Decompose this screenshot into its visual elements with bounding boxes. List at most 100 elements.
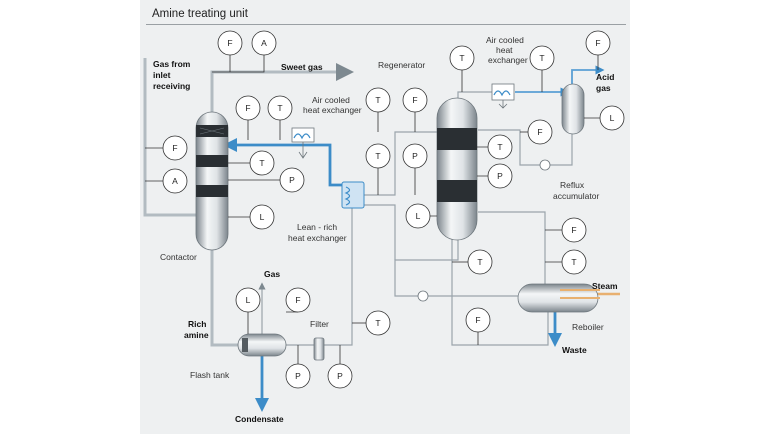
svg-text:P: P bbox=[295, 371, 301, 381]
regenerator-vessel bbox=[436, 97, 478, 241]
svg-text:A: A bbox=[172, 176, 178, 186]
label-reflux-1: Reflux bbox=[560, 180, 585, 190]
reboiler-unit bbox=[517, 283, 600, 313]
instrument-reflux-temp: T bbox=[529, 45, 555, 71]
title-divider bbox=[146, 24, 626, 25]
label-regenerator: Regenerator bbox=[378, 60, 425, 70]
diagram-labels: Gas from inlet receiving Sweet gas Acid … bbox=[153, 35, 618, 424]
svg-text:L: L bbox=[416, 211, 421, 221]
label-air-hx-right-1: Air cooled bbox=[486, 35, 524, 45]
svg-text:T: T bbox=[497, 142, 502, 152]
svg-text:F: F bbox=[295, 295, 300, 305]
svg-text:F: F bbox=[571, 225, 576, 235]
instrument-regen-pressure: P bbox=[487, 163, 513, 189]
svg-text:F: F bbox=[172, 143, 177, 153]
svg-text:T: T bbox=[539, 53, 544, 63]
label-air-hx-right-2: heat bbox=[496, 45, 513, 55]
instrument-flash-flow: F bbox=[285, 287, 311, 313]
label-acid-gas-2: gas bbox=[596, 83, 611, 93]
svg-text:F: F bbox=[412, 95, 417, 105]
instrument-reboiler-temp: T bbox=[561, 249, 587, 275]
lean-rich-heat-exchanger bbox=[341, 181, 365, 209]
label-steam: Steam bbox=[592, 281, 618, 291]
svg-text:T: T bbox=[459, 53, 464, 63]
svg-text:L: L bbox=[610, 113, 615, 123]
label-contactor: Contactor bbox=[160, 252, 197, 262]
instrument-flash-pressure-2: P bbox=[327, 363, 353, 389]
instrument-inlet-analyzer: A bbox=[162, 168, 188, 194]
instrument-regen-feed-flow: F bbox=[402, 87, 428, 113]
label-gas-from-1: Gas from bbox=[153, 59, 191, 69]
instrument-contactor-level: L bbox=[249, 204, 275, 230]
svg-text:L: L bbox=[246, 295, 251, 305]
reflux-accumulator-vessel bbox=[561, 83, 585, 135]
svg-text:T: T bbox=[477, 257, 482, 267]
instrument-regen-level: L bbox=[405, 203, 431, 229]
instrument-inlet-flow: F bbox=[162, 135, 188, 161]
label-waste: Waste bbox=[562, 345, 587, 355]
air-cooled-heat-exchanger-right bbox=[491, 83, 515, 109]
label-gas-from-2: inlet bbox=[153, 70, 171, 80]
label-reflux-2: accumulator bbox=[553, 191, 599, 201]
svg-text:T: T bbox=[277, 103, 282, 113]
instrument-contactor-top-temp: T bbox=[267, 95, 293, 121]
instrument-sweet-gas-flow: F bbox=[217, 30, 243, 56]
instrument-contactor-top-flow: F bbox=[235, 95, 261, 121]
air-cooled-heat-exchanger-left bbox=[291, 127, 315, 159]
diagram-title: Amine treating unit bbox=[152, 8, 248, 20]
svg-text:A: A bbox=[261, 38, 267, 48]
label-reboiler: Reboiler bbox=[572, 322, 604, 332]
svg-text:P: P bbox=[289, 175, 295, 185]
svg-text:F: F bbox=[245, 103, 250, 113]
instrument-lean-pump-temp: T bbox=[467, 249, 493, 275]
label-rich-amine-2: amine bbox=[184, 330, 209, 340]
instrument-filter-temp: T bbox=[365, 310, 391, 336]
label-lean-rich-1: Lean - rich bbox=[297, 222, 337, 232]
svg-text:T: T bbox=[375, 318, 380, 328]
label-gas-from-3: receiving bbox=[153, 81, 190, 91]
reflux-pump bbox=[539, 159, 551, 171]
svg-text:P: P bbox=[337, 371, 343, 381]
instrument-acid-gas-flow: F bbox=[585, 30, 611, 56]
instrument-reboiler-flow: F bbox=[561, 217, 587, 243]
label-filter: Filter bbox=[310, 319, 329, 329]
instrument-lean-temp: T bbox=[365, 143, 391, 169]
label-air-hx-left-2: heat exchanger bbox=[303, 105, 362, 115]
contactor-vessel bbox=[195, 111, 229, 251]
svg-text:T: T bbox=[259, 158, 264, 168]
label-acid-gas-1: Acid bbox=[596, 72, 614, 82]
svg-text:T: T bbox=[571, 257, 576, 267]
flash-tank-vessel bbox=[237, 333, 287, 357]
instrument-flash-level: L bbox=[235, 287, 261, 313]
instrument-contactor-pressure: P bbox=[279, 167, 305, 193]
instrument-acid-gas-temp: T bbox=[449, 45, 475, 71]
instrument-sweet-gas-analyzer: A bbox=[251, 30, 277, 56]
svg-text:T: T bbox=[375, 95, 380, 105]
label-rich-amine-1: Rich bbox=[188, 319, 206, 329]
instrument-waste-flow: F bbox=[465, 307, 491, 333]
label-condensate: Condensate bbox=[235, 414, 284, 424]
filter-unit bbox=[313, 337, 325, 361]
lean-amine-pump bbox=[417, 290, 429, 302]
label-lean-rich-2: heat exchanger bbox=[288, 233, 347, 243]
instrument-regen-temp: T bbox=[487, 134, 513, 160]
svg-text:P: P bbox=[412, 151, 418, 161]
svg-text:F: F bbox=[475, 315, 480, 325]
svg-text:F: F bbox=[595, 38, 600, 48]
label-air-hx-left-1: Air cooled bbox=[312, 95, 350, 105]
svg-text:F: F bbox=[537, 127, 542, 137]
svg-text:L: L bbox=[260, 212, 265, 222]
instrument-lean-pressure: P bbox=[402, 143, 428, 169]
svg-text:T: T bbox=[375, 151, 380, 161]
instrument-accumulator-level: L bbox=[599, 105, 625, 131]
instrument-flash-pressure-1: P bbox=[285, 363, 311, 389]
label-flash-tank: Flash tank bbox=[190, 370, 230, 380]
instrument-contactor-temp: T bbox=[249, 150, 275, 176]
label-sweet-gas: Sweet gas bbox=[281, 62, 323, 72]
instrument-regen-overhead-temp: T bbox=[365, 87, 391, 113]
label-air-hx-right-3: exchanger bbox=[488, 55, 528, 65]
svg-text:F: F bbox=[227, 38, 232, 48]
label-gas: Gas bbox=[264, 269, 280, 279]
instrument-reflux-flow: F bbox=[527, 119, 553, 145]
